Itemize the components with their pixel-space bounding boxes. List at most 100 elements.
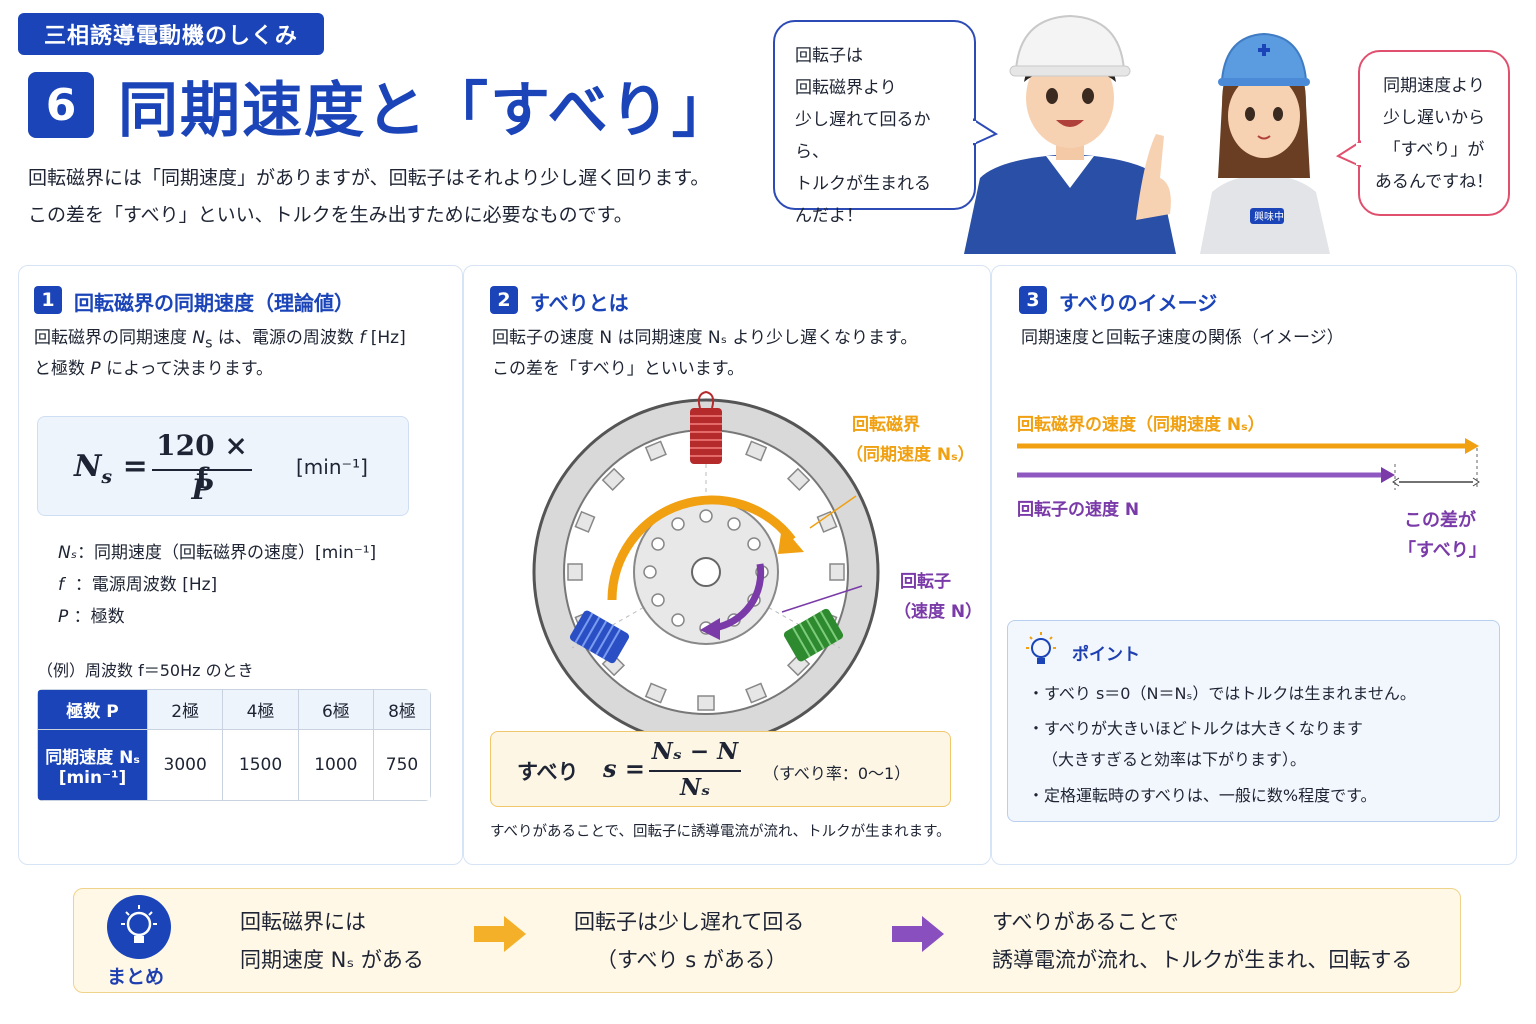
table-cell: 1500 (222, 729, 299, 801)
bubble-line: 回転磁界より (795, 78, 897, 98)
text: は、電源の周波数 (212, 328, 360, 348)
point-item: ・すべりが大きいほどトルクは大きくなります (1028, 719, 1363, 738)
lesson-number-badge: 6 (28, 72, 94, 138)
label-field-1: 回転磁界 (852, 415, 920, 435)
summary-lightbulb-icon (107, 895, 171, 959)
bubble-tail-male (970, 118, 999, 146)
section-title: 回転磁界の同期速度（理論値） (74, 291, 354, 315)
slip-numerator: Nₛ − N (651, 738, 739, 765)
section3-desc: 同期速度と回転子速度の関係（イメージ） (1021, 328, 1344, 348)
bubble-tail-female (1336, 140, 1362, 168)
label-rotor-1: 回転子 (900, 572, 951, 592)
formula-unit: [min⁻¹] (296, 455, 368, 479)
text: Nₛ (58, 543, 78, 563)
male-worker-illustration (964, 14, 1176, 254)
summary-label: まとめ (107, 966, 165, 988)
formula-denominator: P (191, 473, 213, 506)
point-title: ポイント (1072, 645, 1140, 665)
table-cell: 6極 (297, 689, 375, 730)
legend-ns: Nₛ：同期速度（回転磁界の速度）[min⁻¹] (58, 538, 376, 563)
point-item: ・すべり s＝0（N＝Nₛ）ではトルクは生まれません。 (1028, 684, 1416, 703)
point-item: （大きすぎると効率は下がります）。 (1042, 750, 1307, 769)
field-speed-head (1465, 438, 1479, 454)
summary-step-1-line-1: 回転磁界には (240, 910, 366, 934)
pole-speed-table: 極数 P 2極 4極 6極 8極 同期速度 Nₛ[min⁻¹] 3000 150… (37, 689, 431, 801)
slip-word: すべり (517, 760, 579, 784)
summary-step-3-line-1: すべりがあることで (992, 910, 1179, 934)
section2-desc-2: この差を「すべり」といいます。 (492, 359, 745, 379)
rotor-arrow-head (700, 618, 720, 640)
text: P (58, 607, 69, 627)
leader-line-rotor (781, 585, 863, 613)
lightbulb-icon (1026, 632, 1056, 664)
label-field-2: （同期速度 Nₛ） (846, 445, 975, 465)
slip-lhs: s = (603, 754, 645, 783)
coil-blue (569, 610, 630, 664)
text: [Hz] (365, 328, 406, 348)
section-badge: 3 (1019, 286, 1047, 314)
bubble-line: 「すべり」が (1383, 140, 1485, 160)
series-tag: 三相誘導電動機のしくみ (18, 13, 324, 55)
field-arrow-head (778, 526, 804, 554)
summary-step-3-line-2: 誘導電流が流れ、トルクが生まれ、回転する (992, 948, 1413, 972)
table-cell: 1000 (297, 729, 375, 801)
slip-note: すべりがあることで、回転子に誘導電流が流れ、トルクが生まれます。 (490, 824, 951, 840)
table-cell: 2極 (146, 689, 224, 730)
motor-cross-section-diagram (532, 390, 880, 736)
rotor-speed-label: 回転子の速度 N (1017, 500, 1140, 520)
shaft (691, 557, 721, 587)
slip-formula: すべり s = Nₛ − N Nₛ （すべり率：0〜1） (490, 731, 951, 807)
rotor-arrow (713, 563, 765, 632)
characters-illustration: 興味中 (964, 14, 1330, 254)
arrow-right-icon (892, 916, 944, 952)
field-arrow (607, 495, 796, 601)
text: [min⁻¹] (58, 767, 127, 788)
summary-step-1-line-2: 同期速度 Nₛ がある (240, 948, 424, 972)
sync-speed-formula: Ns = 120 × f P [min⁻¹] (37, 416, 409, 516)
section1-desc-2: と極数 P によって決まります。 (34, 359, 274, 379)
section-badge: 2 (490, 286, 518, 314)
slip-range: （すべり率：0〜1） (763, 764, 911, 783)
table-cell: 750 (373, 729, 431, 801)
section-title: すべりとは (530, 291, 629, 315)
speech-bubble-female: 同期速度より 少し遅いから 「すべり」が あるんですね！ (1358, 50, 1510, 216)
example-caption: （例）周波数 f＝50Hz のとき (37, 661, 254, 680)
fraction-bar (649, 770, 741, 772)
bubble-line: 同期速度より (1383, 76, 1485, 96)
coil-green (783, 608, 844, 662)
difference-label-1: この差が (1404, 510, 1476, 531)
coil-red (690, 390, 722, 464)
table-row-label: 同期速度 Nₛ[min⁻¹] (37, 729, 148, 801)
speed-comparison-arrows (1017, 438, 1480, 490)
female-worker-illustration: 興味中 (1200, 32, 1330, 254)
text: によって決まります。 (100, 359, 274, 379)
section1-desc-1: 回転磁界の同期速度 Ns は、電源の周波数 f [Hz] (34, 328, 406, 352)
difference-label-2: 「すべり」 (1398, 540, 1487, 561)
summary-step-2-line-2: （すべり s がある） (596, 948, 787, 972)
rotor-speed-head (1381, 467, 1395, 483)
bubble-line: あるんですね！ (1374, 172, 1494, 192)
bubble-line: 少し遅れて回るから、 (795, 110, 931, 162)
arrow-right-icon (474, 916, 526, 952)
summary-step-2-line-1: 回転子は少し遅れて回る (574, 910, 805, 934)
text: ：電源周波数 [Hz] (74, 575, 218, 595)
table-cell: 4極 (222, 689, 299, 730)
text: と極数 (34, 359, 91, 379)
point-item: ・定格運転時のすべりは、一般に数%程度です。 (1028, 786, 1377, 805)
section2-desc-1: 回転子の速度 N は同期速度 Nₛ より少し遅くなります。 (492, 328, 918, 348)
formula-numerator: 120 × f (156, 429, 248, 495)
legend-p: P ：極数 (58, 602, 125, 627)
badge-text: 興味中 (1254, 210, 1284, 223)
table-cell: 3000 (146, 729, 224, 801)
text: f (58, 575, 64, 595)
lead-line-2: この差を「すべり」といい、トルクを生み出すために必要なものです。 (28, 204, 633, 226)
slip-denominator: Nₛ (679, 774, 711, 801)
section-badge: 1 (34, 286, 62, 314)
leader-line-field (809, 495, 857, 529)
lead-line-1: 回転磁界には「同期速度」がありますが、回転子はそれより少し遅く回ります。 (28, 167, 710, 189)
label-rotor-2: （速度 N） (894, 602, 983, 622)
bubble-line: トルクが生まれる (795, 174, 931, 194)
bubble-line: 回転子は (795, 46, 863, 66)
page-title: 同期速度と「すべり」 (118, 76, 734, 146)
point-box (1007, 620, 1500, 822)
